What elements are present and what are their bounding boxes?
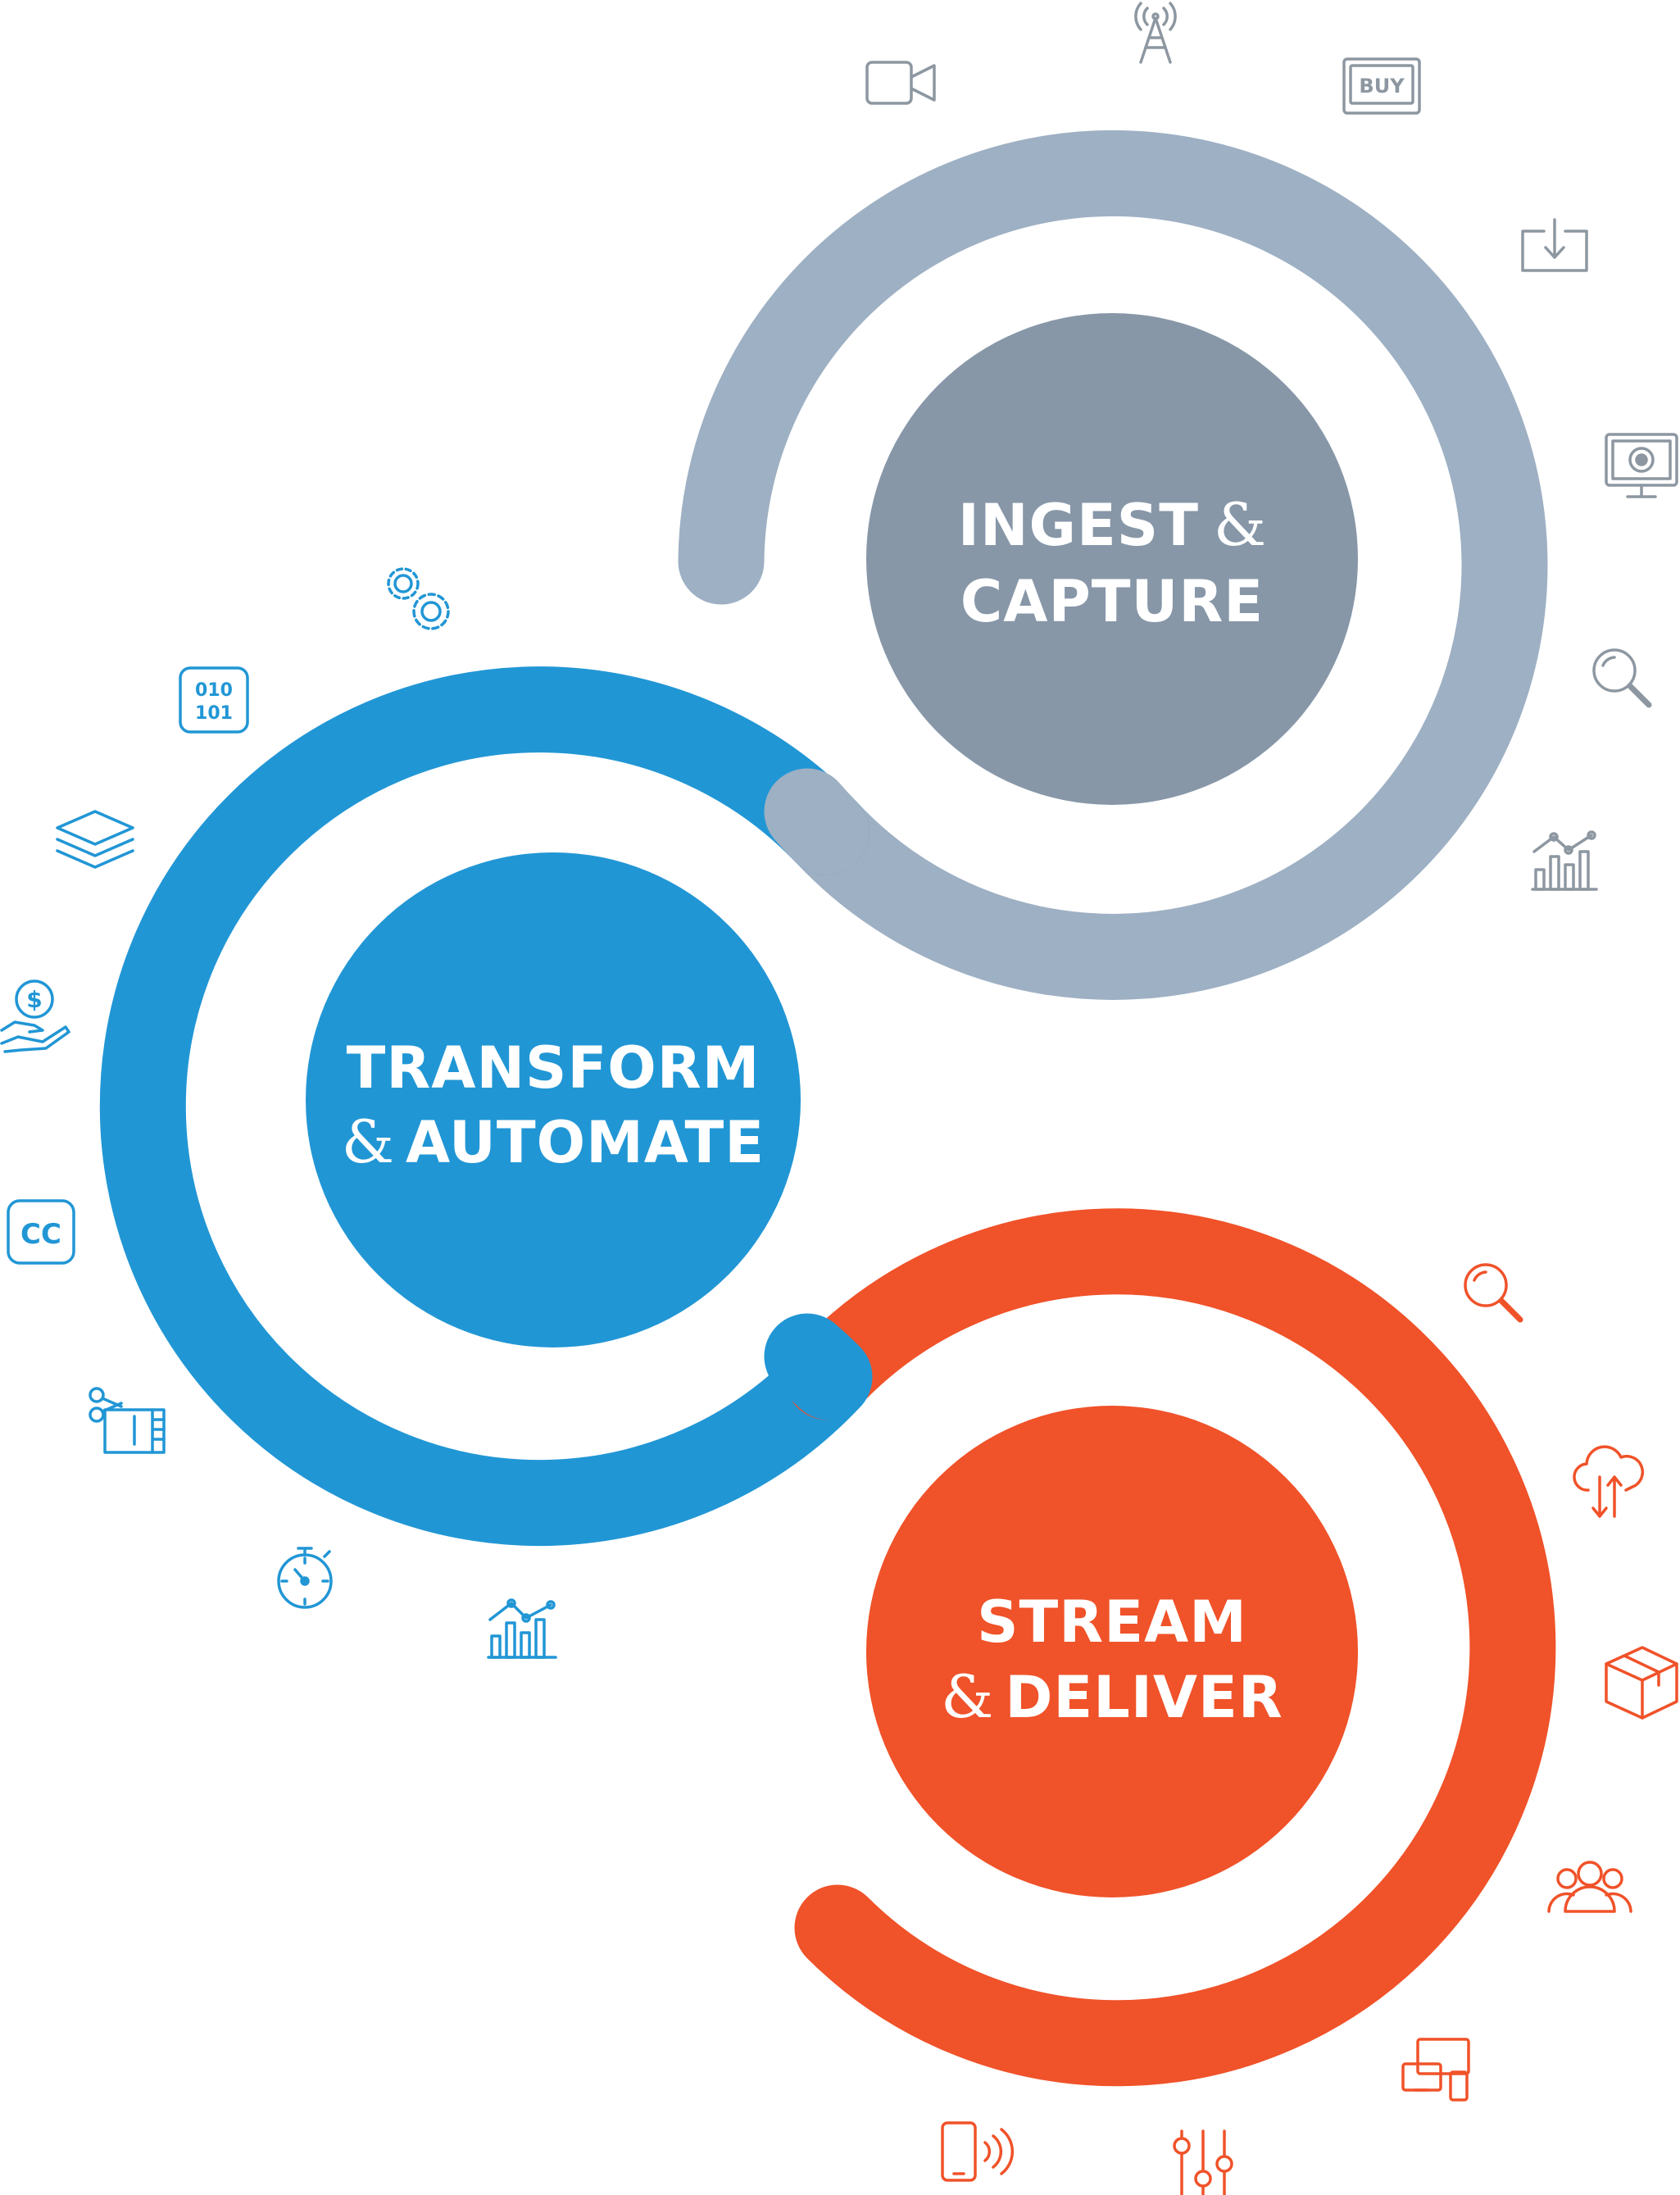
video-camera-icon (865, 61, 936, 105)
transform-ring (99, 666, 873, 1547)
buy-label: BUY (1359, 75, 1405, 98)
ingest-circle (866, 313, 1358, 805)
stream-label-line1: STREAM (977, 1588, 1247, 1656)
ingest-ring-end-cap (764, 768, 870, 875)
ingest-label-line2: CAPTURE (960, 568, 1264, 635)
stream-circle (866, 1406, 1358, 1897)
multi-device-icon (1401, 2038, 1470, 2102)
gears-icon (387, 567, 450, 630)
cloud-transfer-icon (1573, 1445, 1644, 1518)
video-edit-icon (89, 1387, 166, 1454)
binary-bottom-label: 101 (195, 703, 233, 724)
layers-icon (56, 810, 134, 869)
svg-text:$: $ (26, 986, 42, 1013)
money-hand-icon: $ (0, 979, 70, 1053)
magnifier-icon (1464, 1263, 1523, 1323)
analytics-chart-icon (1531, 830, 1598, 891)
monitor-icon (1605, 433, 1678, 498)
mobile-signal-icon (941, 2121, 1015, 2182)
analytics-chart-icon (487, 1598, 557, 1659)
broadcast-tower-icon (1134, 2, 1177, 64)
stream-label-line2: & DELIVER (941, 1662, 1283, 1731)
buy-button-icon: BUY (1342, 57, 1421, 115)
magnifier-icon (1592, 648, 1652, 708)
equalizer-sliders-icon (1173, 2129, 1233, 2195)
binary-code-icon: 010 101 (179, 666, 249, 734)
transform-label-line2: & AUTOMATE (342, 1107, 765, 1176)
stopwatch-icon (277, 1547, 333, 1609)
ingest-ring (678, 130, 1548, 1000)
closed-caption-icon: CC (7, 1199, 75, 1265)
stream-ring (784, 1208, 1556, 2087)
transform-circle (306, 852, 801, 1347)
package-box-icon (1605, 1646, 1678, 1720)
cc-label: CC (20, 1218, 61, 1251)
ingest-label-line1: INGEST & (958, 490, 1266, 559)
transform-label-line1: TRANSFORM (347, 1034, 761, 1102)
download-tray-icon (1521, 218, 1588, 272)
binary-top-label: 010 (195, 680, 233, 701)
transform-ring-end-cap (764, 1313, 873, 1420)
audience-icon (1547, 1861, 1632, 1913)
